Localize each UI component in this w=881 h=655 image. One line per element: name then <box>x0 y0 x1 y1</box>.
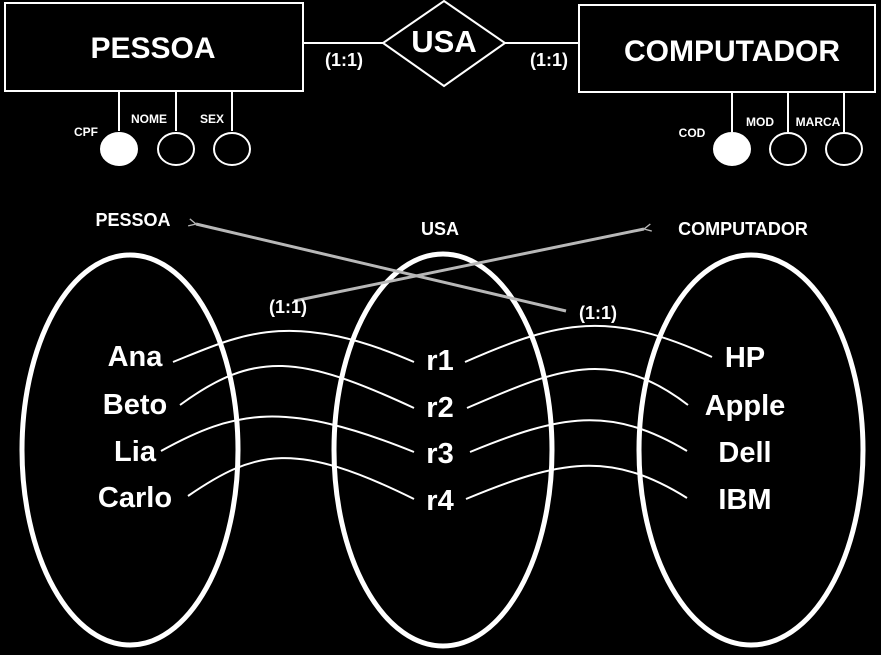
attribute-marker <box>769 132 807 166</box>
mapping-line-r1-hp <box>464 324 713 363</box>
key-attribute-marker <box>713 132 751 166</box>
attribute-mod-label: MOD <box>746 115 774 129</box>
mapping-line-r3-dell <box>469 419 688 453</box>
mapping-line-beto-r2 <box>179 364 415 409</box>
cardinality-left: (1:1) <box>325 50 363 70</box>
relationship-diamond <box>381 0 507 88</box>
attribute-cpf-label: CPF <box>74 125 98 139</box>
element-computador: Dell <box>718 437 771 469</box>
element-pessoa: Ana <box>108 341 164 373</box>
set-heading-pessoa: PESSOA <box>95 210 170 230</box>
arrow-to-pessoa <box>196 224 567 313</box>
cardinality-right: (1:1) <box>530 50 568 70</box>
attribute-nome-label: NOME <box>131 112 167 126</box>
entity-pessoa-label: PESSOA <box>90 32 215 65</box>
attribute-cod-label: COD <box>679 126 706 140</box>
element-pessoa: Beto <box>103 389 167 421</box>
set-usa-ellipse <box>331 251 555 649</box>
element-computador: IBM <box>718 484 771 516</box>
attribute-marker <box>213 132 251 166</box>
arrow-cardinality-right: (1:1) <box>579 303 617 323</box>
set-computador-ellipse <box>636 252 866 648</box>
arrow-to-computador <box>293 229 644 303</box>
arrow-cardinality-left: (1:1) <box>269 297 307 317</box>
entity-computador: COMPUTADOR <box>578 4 876 93</box>
set-heading-computador: COMPUTADOR <box>678 219 808 239</box>
element-relacao: r1 <box>426 345 453 377</box>
attribute-nome: NOME <box>131 91 195 166</box>
relationship-usa: USA <box>303 0 579 88</box>
entity-computador-label: COMPUTADOR <box>624 35 840 68</box>
attribute-sex: SEX <box>200 91 251 166</box>
element-computador: HP <box>725 342 765 374</box>
attribute-marker <box>157 132 195 166</box>
mapping-line-r4-ibm <box>465 464 688 500</box>
set-heading-usa: USA <box>421 219 459 239</box>
attribute-cpf: CPF <box>74 91 138 166</box>
attribute-marca: MARCA <box>796 92 863 166</box>
attribute-cod: COD <box>679 92 751 166</box>
attribute-mod: MOD <box>746 92 807 166</box>
element-pessoa: Lia <box>114 436 157 468</box>
element-pessoa: Carlo <box>98 482 172 514</box>
element-relacao: r4 <box>426 485 453 517</box>
mapping-line-lia-r3 <box>160 415 415 453</box>
set-pessoa-ellipse <box>19 252 241 648</box>
attribute-marca-label: MARCA <box>796 115 841 129</box>
relationship-usa-label: USA <box>411 24 476 59</box>
mapping-line-carlo-r4 <box>187 457 415 500</box>
key-attribute-marker <box>100 132 138 166</box>
element-relacao: r3 <box>426 438 453 470</box>
mapping-line-ana-r1 <box>172 329 415 363</box>
mapping-line-r2-apple <box>466 368 689 409</box>
element-relacao: r2 <box>426 392 453 424</box>
mapping-lines <box>160 324 713 500</box>
element-computador: Apple <box>705 390 786 422</box>
entity-pessoa: PESSOA <box>4 2 304 92</box>
attribute-sex-label: SEX <box>200 112 224 126</box>
attribute-marker <box>825 132 863 166</box>
